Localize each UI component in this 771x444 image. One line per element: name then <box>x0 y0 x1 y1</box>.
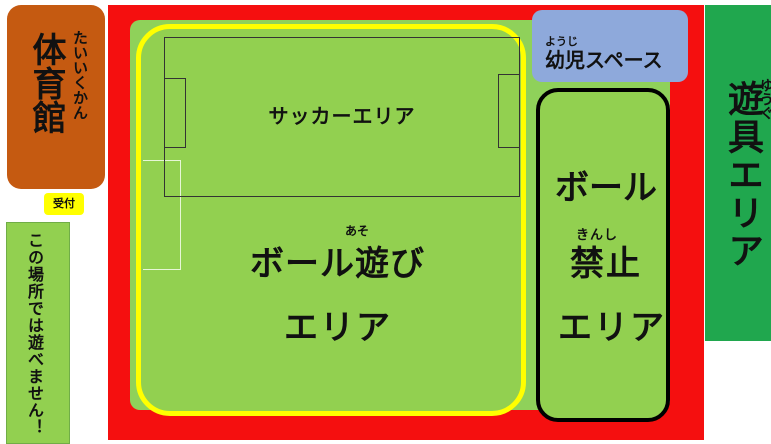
faint-field-line-left <box>143 160 181 270</box>
gym-label: 体育館 <box>26 32 66 134</box>
goal-box-right <box>498 74 520 148</box>
ball-play-label-line1: ボール遊び <box>250 244 425 284</box>
infant-space-ruby: ようじ <box>545 35 578 48</box>
no-ball-label-line2: 禁止 <box>570 244 642 284</box>
soccer-field <box>164 37 520 197</box>
no-play-zone <box>6 222 70 444</box>
no-ball-label-line3: エリア <box>558 308 666 348</box>
goal-box-left <box>164 78 186 148</box>
no-ball-area <box>536 88 670 422</box>
no-ball-label-line1: ボール <box>555 168 657 208</box>
reception-badge: 受付 <box>44 193 84 215</box>
infant-space-label: 幼児スペース <box>545 48 663 72</box>
no-play-notice: この場所では遊べません！ <box>25 232 44 436</box>
playground-label: 遊具エリア <box>722 80 763 270</box>
soccer-area-label: サッカーエリア <box>268 104 416 128</box>
ball-play-label-line2: エリア <box>284 308 392 348</box>
gym-ruby: たいいくかん <box>71 30 89 120</box>
gym-building <box>7 5 105 189</box>
playground-area <box>705 5 771 341</box>
no-ball-ruby: きんし <box>576 228 619 243</box>
ball-play-area <box>136 24 526 416</box>
infant-space <box>532 10 688 82</box>
ball-play-ruby: あそ <box>345 224 370 238</box>
playground-ruby: ゆうぐ <box>758 78 771 120</box>
